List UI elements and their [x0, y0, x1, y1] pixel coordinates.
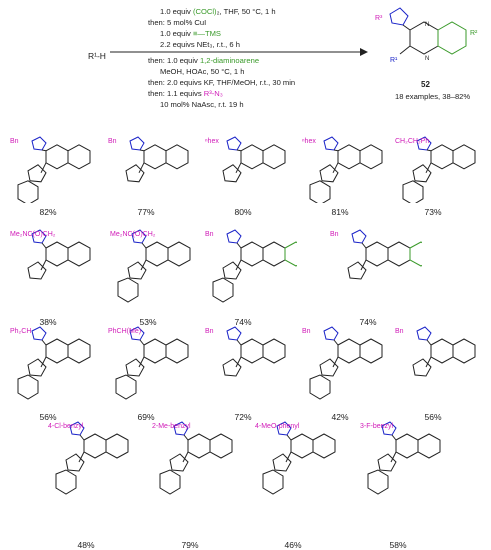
example-r3-label: Bn — [330, 231, 339, 238]
example-r3-label: Bn — [108, 138, 117, 145]
r3-label: R³ — [375, 15, 383, 22]
example-r3-label: Bn — [302, 328, 311, 335]
example-r3-label: Me₂NC(O)CH₂ — [110, 231, 156, 238]
example-yield: 46% — [284, 540, 302, 550]
example-structure — [17, 326, 91, 400]
condition-5: then: 1.0 equiv 1,2-diaminoarene — [148, 56, 260, 65]
example-yield: 56% — [39, 412, 57, 422]
example-r3-label: ⁿhex — [302, 138, 316, 145]
example-r3-label: Bn — [205, 231, 214, 238]
example-structure — [222, 136, 286, 183]
example-yield: 48% — [77, 540, 95, 550]
example-structure — [159, 421, 233, 495]
example-r3-label: Bn — [10, 138, 19, 145]
condition-9: 10 mol% NaAsc, r.t. 19 h — [160, 100, 244, 109]
example-r3-label: 4-Cl-benzyl — [48, 423, 84, 430]
generic-product-structure: R³ R² R¹ N N — [375, 7, 478, 64]
example-r3-label: CH₂CH₂Ph — [395, 138, 430, 145]
example-structure — [347, 229, 422, 280]
product-summary: 18 examples, 38–82% — [395, 92, 471, 101]
example-r3-label: Ph₂CH — [10, 328, 32, 335]
example-r3-label: 4-MeO-phenyl — [255, 423, 300, 430]
condition-8: then: 1.1 equivs R³-N₃ — [148, 89, 223, 98]
example-yield: 74% — [359, 317, 377, 327]
example-yield: 82% — [39, 207, 57, 217]
example-structure — [402, 136, 476, 203]
r2-label: R² — [470, 30, 478, 37]
example-yield: 74% — [234, 317, 252, 327]
example-yield: 53% — [139, 317, 157, 327]
condition-1: 1.0 equiv (COCl)₂, THF, 50 °C, 1 h — [160, 7, 276, 16]
example-r3-label: PhCH(Me) — [108, 328, 142, 335]
product-number: 52 — [421, 80, 430, 89]
example-yield: 38% — [39, 317, 57, 327]
condition-3: 1.0 equiv ≡—TMS — [160, 29, 221, 38]
example-structure — [27, 229, 91, 280]
example-yield: 80% — [234, 207, 252, 217]
r1-label: R¹ — [390, 57, 398, 64]
condition-4: 2.2 equivs NEt₃, r.t., 6 h — [160, 40, 240, 49]
example-structure — [115, 326, 189, 400]
reactant-label: R¹-H — [88, 51, 106, 61]
condition-6: MeOH, HOAc, 50 °C, 1 h — [160, 67, 245, 76]
example-structure — [212, 229, 297, 303]
example-structure — [17, 136, 91, 203]
example-structure — [55, 421, 129, 495]
example-yield: 79% — [181, 540, 199, 550]
example-r3-label: 2-Me-benzyl — [152, 423, 191, 430]
condition-2: then: 5 mol% CuI — [148, 18, 207, 27]
example-yield: 81% — [331, 207, 349, 217]
example-r3-label: Me₂NC(O)CH₂ — [10, 231, 56, 238]
example-r3-label: 3-F-benzyl — [360, 423, 394, 430]
reaction-arrow — [110, 48, 368, 56]
example-structure — [222, 326, 286, 377]
example-r3-label: ⁿhex — [205, 138, 219, 145]
example-structure — [262, 421, 336, 495]
example-yield: 72% — [234, 412, 252, 422]
example-r3-label: Bn — [205, 328, 214, 335]
example-yield: 58% — [389, 540, 407, 550]
example-yield: 69% — [137, 412, 155, 422]
n-label: N — [425, 22, 429, 28]
example-yield: 73% — [424, 207, 442, 217]
example-structure — [309, 136, 383, 203]
example-structure — [367, 421, 441, 495]
example-yield: 42% — [331, 412, 349, 422]
example-structure — [125, 136, 189, 183]
example-structure — [309, 326, 383, 400]
example-r3-label: Bn — [395, 328, 404, 335]
n-label: N — [425, 56, 429, 62]
condition-7: then: 2.0 equivs KF, THF/MeOH, r.t., 30 … — [148, 78, 296, 87]
example-yield: 77% — [137, 207, 155, 217]
example-structure — [412, 326, 476, 377]
example-structure — [117, 229, 191, 303]
example-yield: 56% — [424, 412, 442, 422]
